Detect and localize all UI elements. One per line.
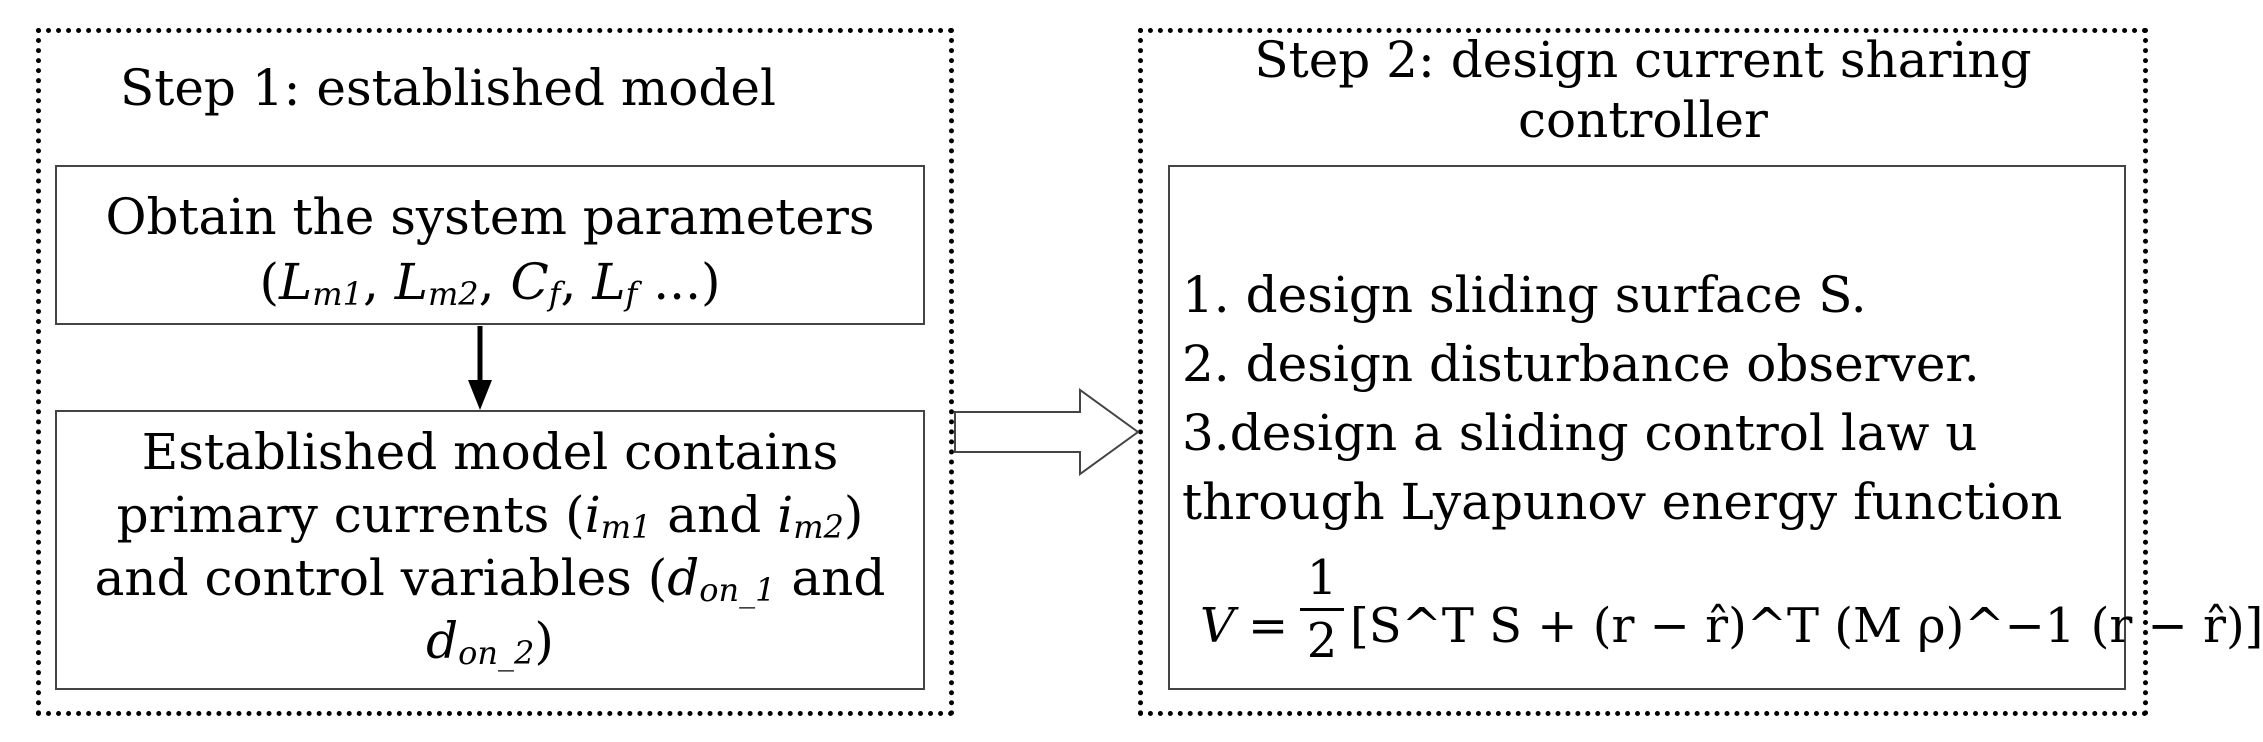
system-parameters-box: Obtain the system parameters (Lm1, Lm2, … [55,165,925,325]
model-line-1: Established model contains [141,423,839,481]
model-line-4: don_2) [426,612,554,672]
params-heading: Obtain the system parameters [105,188,875,246]
formula-rhs: [S^T S + (r − r̂)^T (M ρ)^−1 (r − r̂)] [1350,598,2263,654]
controller-design-box: 1. design sliding surface S. 2. design d… [1168,165,2126,690]
design-step-2: 2. design disturbance observer. [1182,335,1980,393]
established-model-box: Established model contains primary curre… [55,410,925,690]
step2-panel [1138,28,2148,716]
lyapunov-formula: V = 1 2 [S^T S + (r − r̂)^T (M ρ)^−1 (r … [1200,550,2263,690]
design-step-3: 3.design a sliding control law u [1182,404,1978,462]
model-line-2: primary currents (im1 and im2) [116,486,864,546]
formula-denominator: 2 [1306,613,1338,669]
step1-panel [36,28,954,716]
model-line-3: and control variables (don_1 and [94,549,886,609]
step2-title: Step 2: design current sharing controlle… [1138,30,2148,150]
right-hollow-arrow [954,388,1140,476]
formula-lhs: V [1200,598,1235,654]
step2-title-line2: controller [1518,91,1768,149]
formula-equals: = [1248,598,1289,654]
formula-numerator: 1 [1306,550,1338,606]
design-step-3-continued: through Lyapunov energy function [1182,473,2063,531]
formula-fraction: 1 2 [1300,550,1344,669]
step2-title-line1: Step 2: design current sharing [1254,31,2032,89]
step1-title: Step 1: established model [120,59,776,117]
params-list: (Lm1, Lm2, Cf, Lf ...) [259,253,721,313]
design-step-1: 1. design sliding surface S. [1182,266,1867,324]
formula-fraction-bar [1300,608,1344,611]
